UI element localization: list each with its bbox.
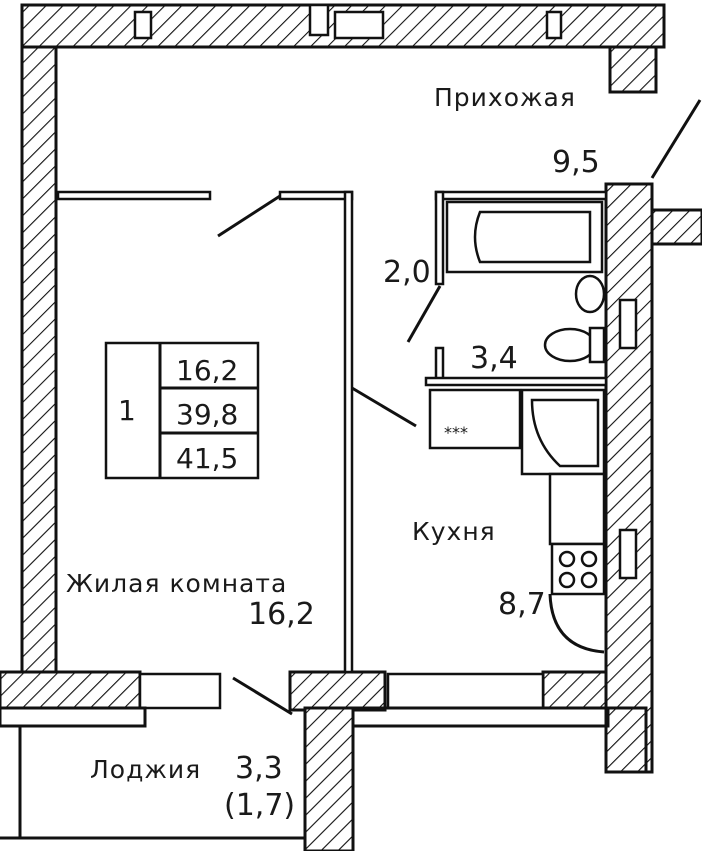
- room-loggia-area: 3,3: [235, 751, 283, 786]
- vent-4: [545, 10, 563, 40]
- burner-2: [580, 550, 598, 568]
- partition-living-kitchen: [343, 190, 354, 674]
- burner-4: [580, 571, 598, 589]
- windows: [0, 672, 610, 728]
- toilet-icon: [543, 327, 597, 363]
- living-area-value: 16,2: [176, 354, 238, 387]
- toilet-tank: [588, 326, 606, 364]
- wall-bottom-middle: [288, 670, 387, 712]
- bathtub-inner: [473, 210, 592, 264]
- rooms-count: 1: [118, 394, 136, 427]
- corner-sink-icon: [530, 398, 600, 468]
- top-wall-openings: [133, 3, 563, 40]
- door-bath: [406, 285, 442, 343]
- room-kitchen-name: Кухня: [412, 517, 496, 546]
- wall-left: [20, 45, 58, 674]
- sink-icon: [574, 274, 606, 314]
- loggia-outline: [0, 726, 305, 840]
- vent-3: [333, 10, 385, 40]
- window-sill-left: [0, 706, 147, 728]
- room-living-name: Жилая комната: [66, 569, 287, 598]
- window-sill-right: [351, 706, 610, 728]
- radiator-2: [618, 528, 638, 580]
- table-frame: [104, 341, 260, 480]
- partition-living-top-right: [278, 190, 354, 201]
- wall-top-right-stub: [608, 45, 658, 94]
- stove-icon: [550, 542, 606, 596]
- wall-bottom-left: [0, 670, 142, 710]
- room-toilet-area: 3,4: [470, 341, 518, 376]
- bathroom-fixtures: [445, 200, 606, 364]
- partition-bath-bottom: [424, 376, 608, 387]
- window-kitchen: [386, 672, 545, 710]
- counter-left: [428, 388, 522, 450]
- window-living: [138, 672, 222, 710]
- door-loggia: [232, 676, 293, 716]
- room-hallway-name: Прихожая: [434, 83, 576, 112]
- room-hallway-area: 9,5: [552, 145, 600, 180]
- door-living: [217, 194, 281, 238]
- entry-door: [650, 99, 702, 179]
- burner-marks: ***: [444, 423, 468, 442]
- room-bathroom-area: 2,0: [383, 255, 431, 290]
- room-loggia-name: Лоджия: [90, 755, 201, 784]
- room-loggia-area-reduced: (1,7): [224, 788, 295, 823]
- vent-1: [133, 10, 153, 40]
- partition-bath-left: [434, 190, 445, 286]
- structural-walls: [0, 3, 702, 851]
- kitchen-fixtures: ***: [428, 388, 606, 654]
- wall-bottom-right: [541, 670, 608, 710]
- room-kitchen-area: 8,7: [498, 587, 546, 622]
- room-labels: Прихожая 9,5 2,0 3,4 Кухня 8,7 Жилая ком…: [66, 83, 600, 823]
- total-area-value: 39,8: [176, 398, 238, 431]
- counter-curve: [548, 593, 605, 654]
- counter-right: [548, 472, 606, 546]
- radiator-1: [618, 298, 638, 350]
- summary-table: 1 16,2 39,8 41,5: [104, 341, 260, 480]
- wall-bottom-right-drop: [604, 706, 648, 774]
- burner-1: [558, 550, 576, 568]
- wall-right: [604, 182, 654, 774]
- wall-right-notch: [650, 208, 702, 246]
- partition-bath-top: [434, 190, 608, 201]
- door-kitchen: [351, 386, 417, 428]
- radiators: [618, 298, 638, 580]
- partitions: [56, 190, 608, 674]
- room-living-area: 16,2: [248, 597, 315, 632]
- total-area-with-loggia-value: 41,5: [176, 442, 238, 475]
- door-swings: [217, 99, 702, 716]
- wall-loggia-column: [303, 706, 355, 851]
- burner-3: [558, 571, 576, 589]
- partition-living-top-left: [56, 190, 212, 201]
- vent-2: [308, 3, 330, 37]
